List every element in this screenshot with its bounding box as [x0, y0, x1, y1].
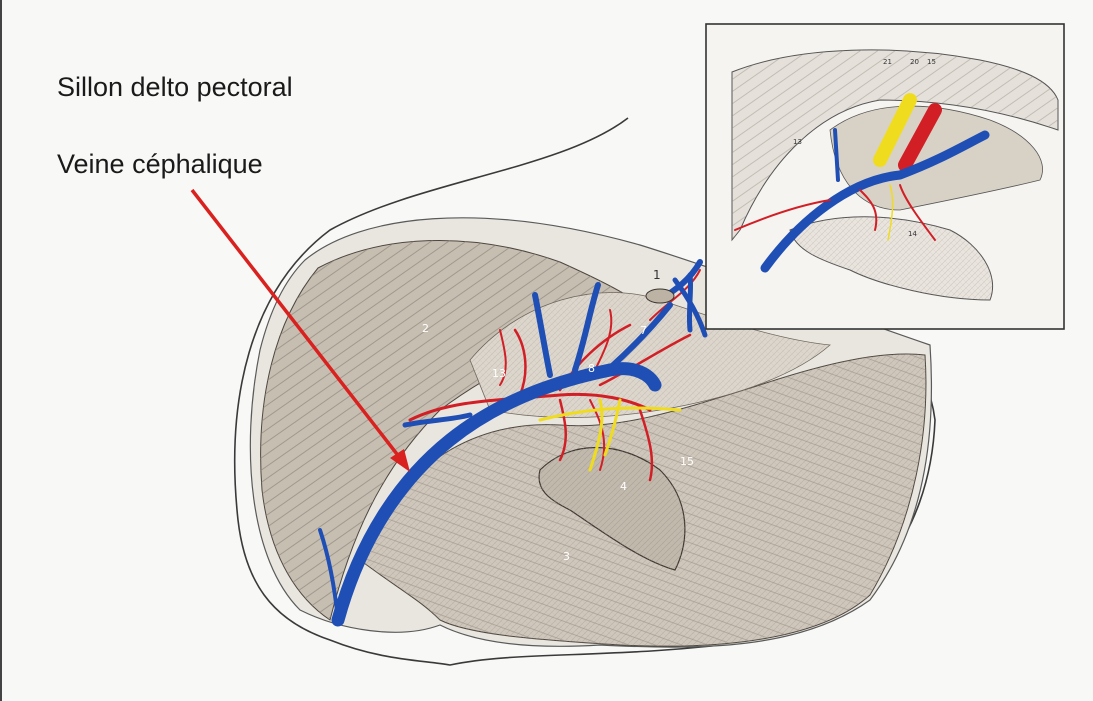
label-veine-cephalique: Veine céphalique	[57, 149, 263, 179]
inset-num-14: 14	[908, 230, 917, 238]
fig-num-13: 13	[492, 367, 506, 380]
inset-num-21: 21	[883, 58, 892, 66]
inset-num-15: 15	[927, 58, 936, 66]
label-sillon-delto-pectoral: Sillon delto pectoral	[57, 72, 293, 102]
fig-num-1: 1	[653, 268, 661, 282]
main-figure-numbers: 1 2 3 4 7 8 13 15	[422, 268, 694, 563]
fig-num-15: 15	[680, 455, 694, 468]
inset-num-13: 13	[793, 138, 802, 146]
clavicle-section	[645, 288, 675, 304]
thoracoacromial-arteries	[408, 269, 701, 482]
fig-num-3: 3	[563, 550, 570, 563]
fig-num-8: 8	[588, 362, 595, 375]
pectoral-nerves	[538, 398, 682, 472]
cephalic-vein	[318, 259, 708, 627]
inset-figure-numbers: 21 20 15 13 14	[793, 58, 936, 238]
inset-num-20: 20	[910, 58, 919, 66]
fig-num-2: 2	[422, 322, 429, 335]
left-edge-border	[0, 0, 2, 701]
inset-panel: 21 20 15 13 14	[705, 23, 1065, 330]
fig-num-7: 7	[640, 324, 647, 337]
pointer-arrow	[190, 188, 410, 472]
fig-num-4: 4	[620, 480, 627, 493]
